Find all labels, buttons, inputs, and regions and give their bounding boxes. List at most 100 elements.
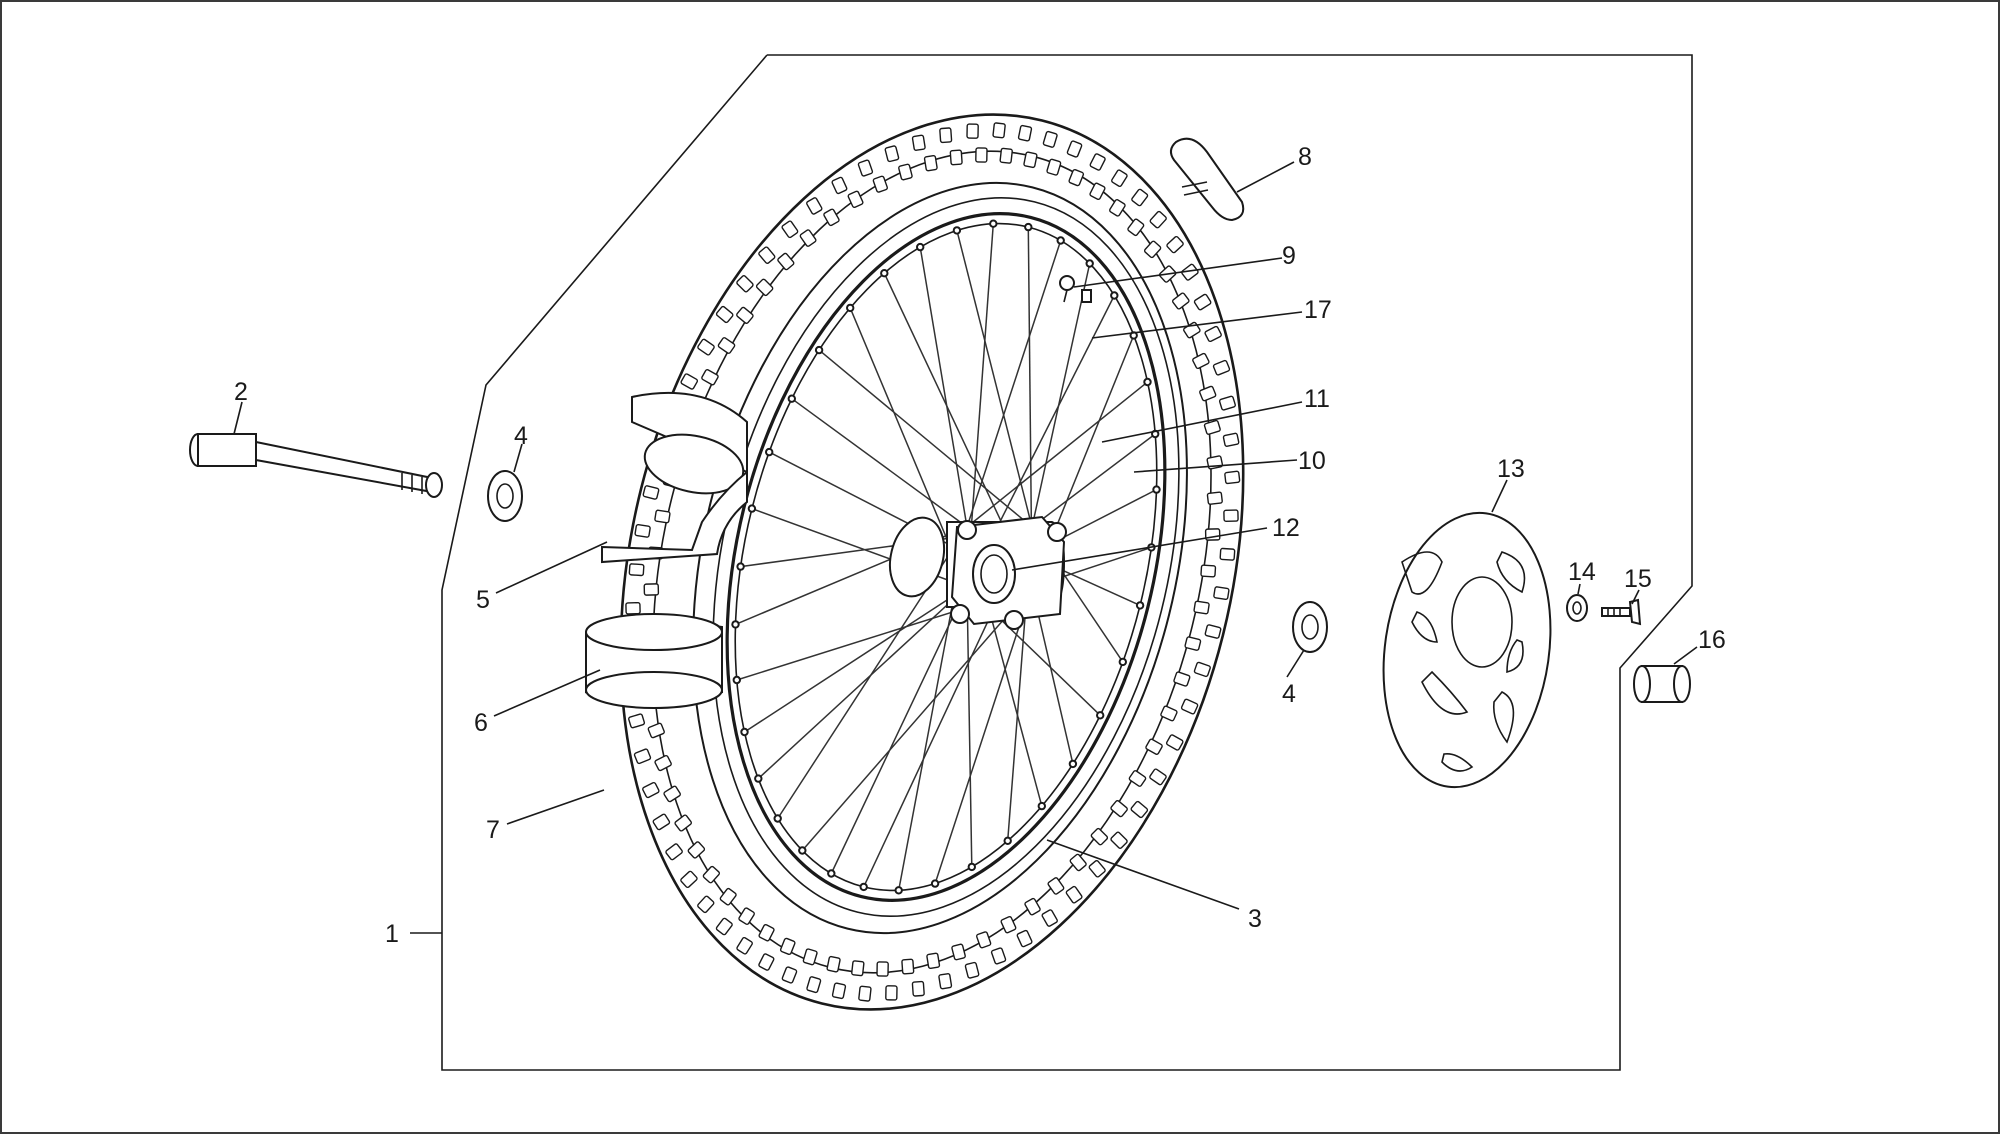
tread-block bbox=[939, 127, 953, 144]
tread-block bbox=[872, 175, 888, 193]
tread-block bbox=[758, 923, 775, 942]
tread-block bbox=[857, 159, 874, 177]
spoke-nipple bbox=[916, 242, 925, 252]
spoke-nipple bbox=[989, 219, 998, 228]
tread-block bbox=[1127, 218, 1145, 237]
tread-block bbox=[990, 947, 1007, 965]
tread-block bbox=[1171, 292, 1190, 310]
tread-block bbox=[663, 785, 681, 803]
spoke-nipple bbox=[736, 562, 745, 571]
spoke-nipple bbox=[930, 879, 940, 888]
spoke-nipple bbox=[1056, 236, 1065, 245]
tread-block bbox=[1149, 210, 1167, 229]
brake-disc bbox=[1382, 511, 1552, 789]
tread-block bbox=[1181, 263, 1199, 281]
tread-block bbox=[665, 843, 683, 861]
spoke-nipple bbox=[754, 774, 763, 783]
callout-3: 3 bbox=[1248, 905, 1262, 933]
tread-block bbox=[642, 781, 660, 799]
tread-block bbox=[633, 748, 652, 765]
tread-block bbox=[1047, 877, 1065, 895]
spoke-nipple bbox=[731, 620, 740, 629]
callout-4-right: 4 bbox=[1282, 680, 1296, 708]
callout-11: 11 bbox=[1304, 385, 1330, 413]
spoke-nipple bbox=[1118, 657, 1128, 667]
leader-lines bbox=[233, 161, 1698, 934]
tread-block bbox=[1023, 151, 1038, 169]
tread-block bbox=[1017, 124, 1033, 142]
callout-15: 15 bbox=[1624, 565, 1652, 593]
spacer bbox=[1633, 665, 1691, 703]
tread-block bbox=[736, 275, 754, 293]
spoke bbox=[744, 586, 968, 733]
rim-lock bbox=[1170, 137, 1245, 222]
tread-block bbox=[1160, 705, 1178, 722]
tread-block bbox=[1088, 859, 1106, 878]
leader-5 bbox=[495, 541, 608, 594]
tread-block bbox=[1204, 325, 1222, 343]
callout-12: 12 bbox=[1272, 514, 1300, 542]
tread-block bbox=[951, 943, 966, 961]
wheel-axle bbox=[189, 433, 443, 498]
tread-block bbox=[1180, 698, 1199, 715]
callout-7: 7 bbox=[486, 816, 500, 844]
spoke-nipple bbox=[765, 447, 774, 457]
spoke-nipple bbox=[1068, 759, 1078, 769]
tread-block bbox=[1199, 385, 1217, 402]
tread-block bbox=[823, 208, 840, 227]
tread-block bbox=[697, 338, 715, 356]
leader-14 bbox=[1577, 583, 1581, 595]
tread-block bbox=[831, 176, 848, 195]
spoke-nipple bbox=[846, 303, 855, 313]
tread-block bbox=[1065, 885, 1083, 904]
tread-block bbox=[628, 713, 646, 729]
tread-block bbox=[1024, 897, 1041, 916]
tread-block bbox=[642, 485, 660, 500]
callout-4-left: 4 bbox=[514, 422, 528, 450]
tread-block bbox=[777, 252, 795, 271]
tread-block bbox=[949, 149, 963, 166]
spoke-nipple bbox=[1024, 222, 1033, 232]
tread-block bbox=[1143, 240, 1162, 259]
tread-block bbox=[625, 601, 641, 615]
spoke-nipples bbox=[731, 219, 1161, 895]
tread-block bbox=[1204, 624, 1222, 639]
leader-3 bbox=[1046, 839, 1240, 910]
spoke-nipple bbox=[1143, 377, 1152, 387]
wheel-bearing-left bbox=[487, 470, 523, 522]
callout-9: 9 bbox=[1282, 242, 1296, 270]
tread-block bbox=[717, 337, 736, 354]
tread-block bbox=[964, 961, 980, 979]
tread-block bbox=[1165, 734, 1184, 751]
tread-block bbox=[1203, 419, 1221, 435]
tread-block bbox=[885, 985, 898, 1001]
callout-16: 16 bbox=[1698, 626, 1726, 654]
tread-block bbox=[1111, 169, 1128, 188]
spoke-nipple bbox=[1085, 259, 1094, 268]
callout-10: 10 bbox=[1298, 447, 1326, 475]
tread-block bbox=[926, 952, 941, 970]
tread-block bbox=[806, 976, 822, 994]
tread-block bbox=[1145, 738, 1163, 755]
tread-block bbox=[779, 937, 796, 956]
tread-block bbox=[1213, 586, 1230, 601]
tread-block bbox=[647, 722, 665, 739]
callout-6: 6 bbox=[474, 709, 488, 737]
spoke-nipple bbox=[732, 675, 741, 685]
callout-14: 14 bbox=[1568, 558, 1596, 586]
spoke-nipple bbox=[814, 345, 824, 355]
tread-block bbox=[851, 960, 865, 977]
tread-block bbox=[1192, 352, 1210, 370]
leader-13 bbox=[1491, 479, 1508, 513]
wheel-bearing-right bbox=[1292, 601, 1328, 653]
tread-block bbox=[654, 754, 672, 772]
tread-block bbox=[628, 563, 645, 577]
tread-block bbox=[911, 980, 925, 997]
spoke-nipple bbox=[894, 886, 903, 895]
tread-block bbox=[758, 246, 776, 265]
tread-block bbox=[923, 154, 938, 172]
tread-block bbox=[758, 953, 775, 971]
tread-block bbox=[1222, 432, 1240, 447]
spoke-nipple bbox=[880, 269, 889, 278]
tread-block bbox=[1089, 153, 1106, 171]
